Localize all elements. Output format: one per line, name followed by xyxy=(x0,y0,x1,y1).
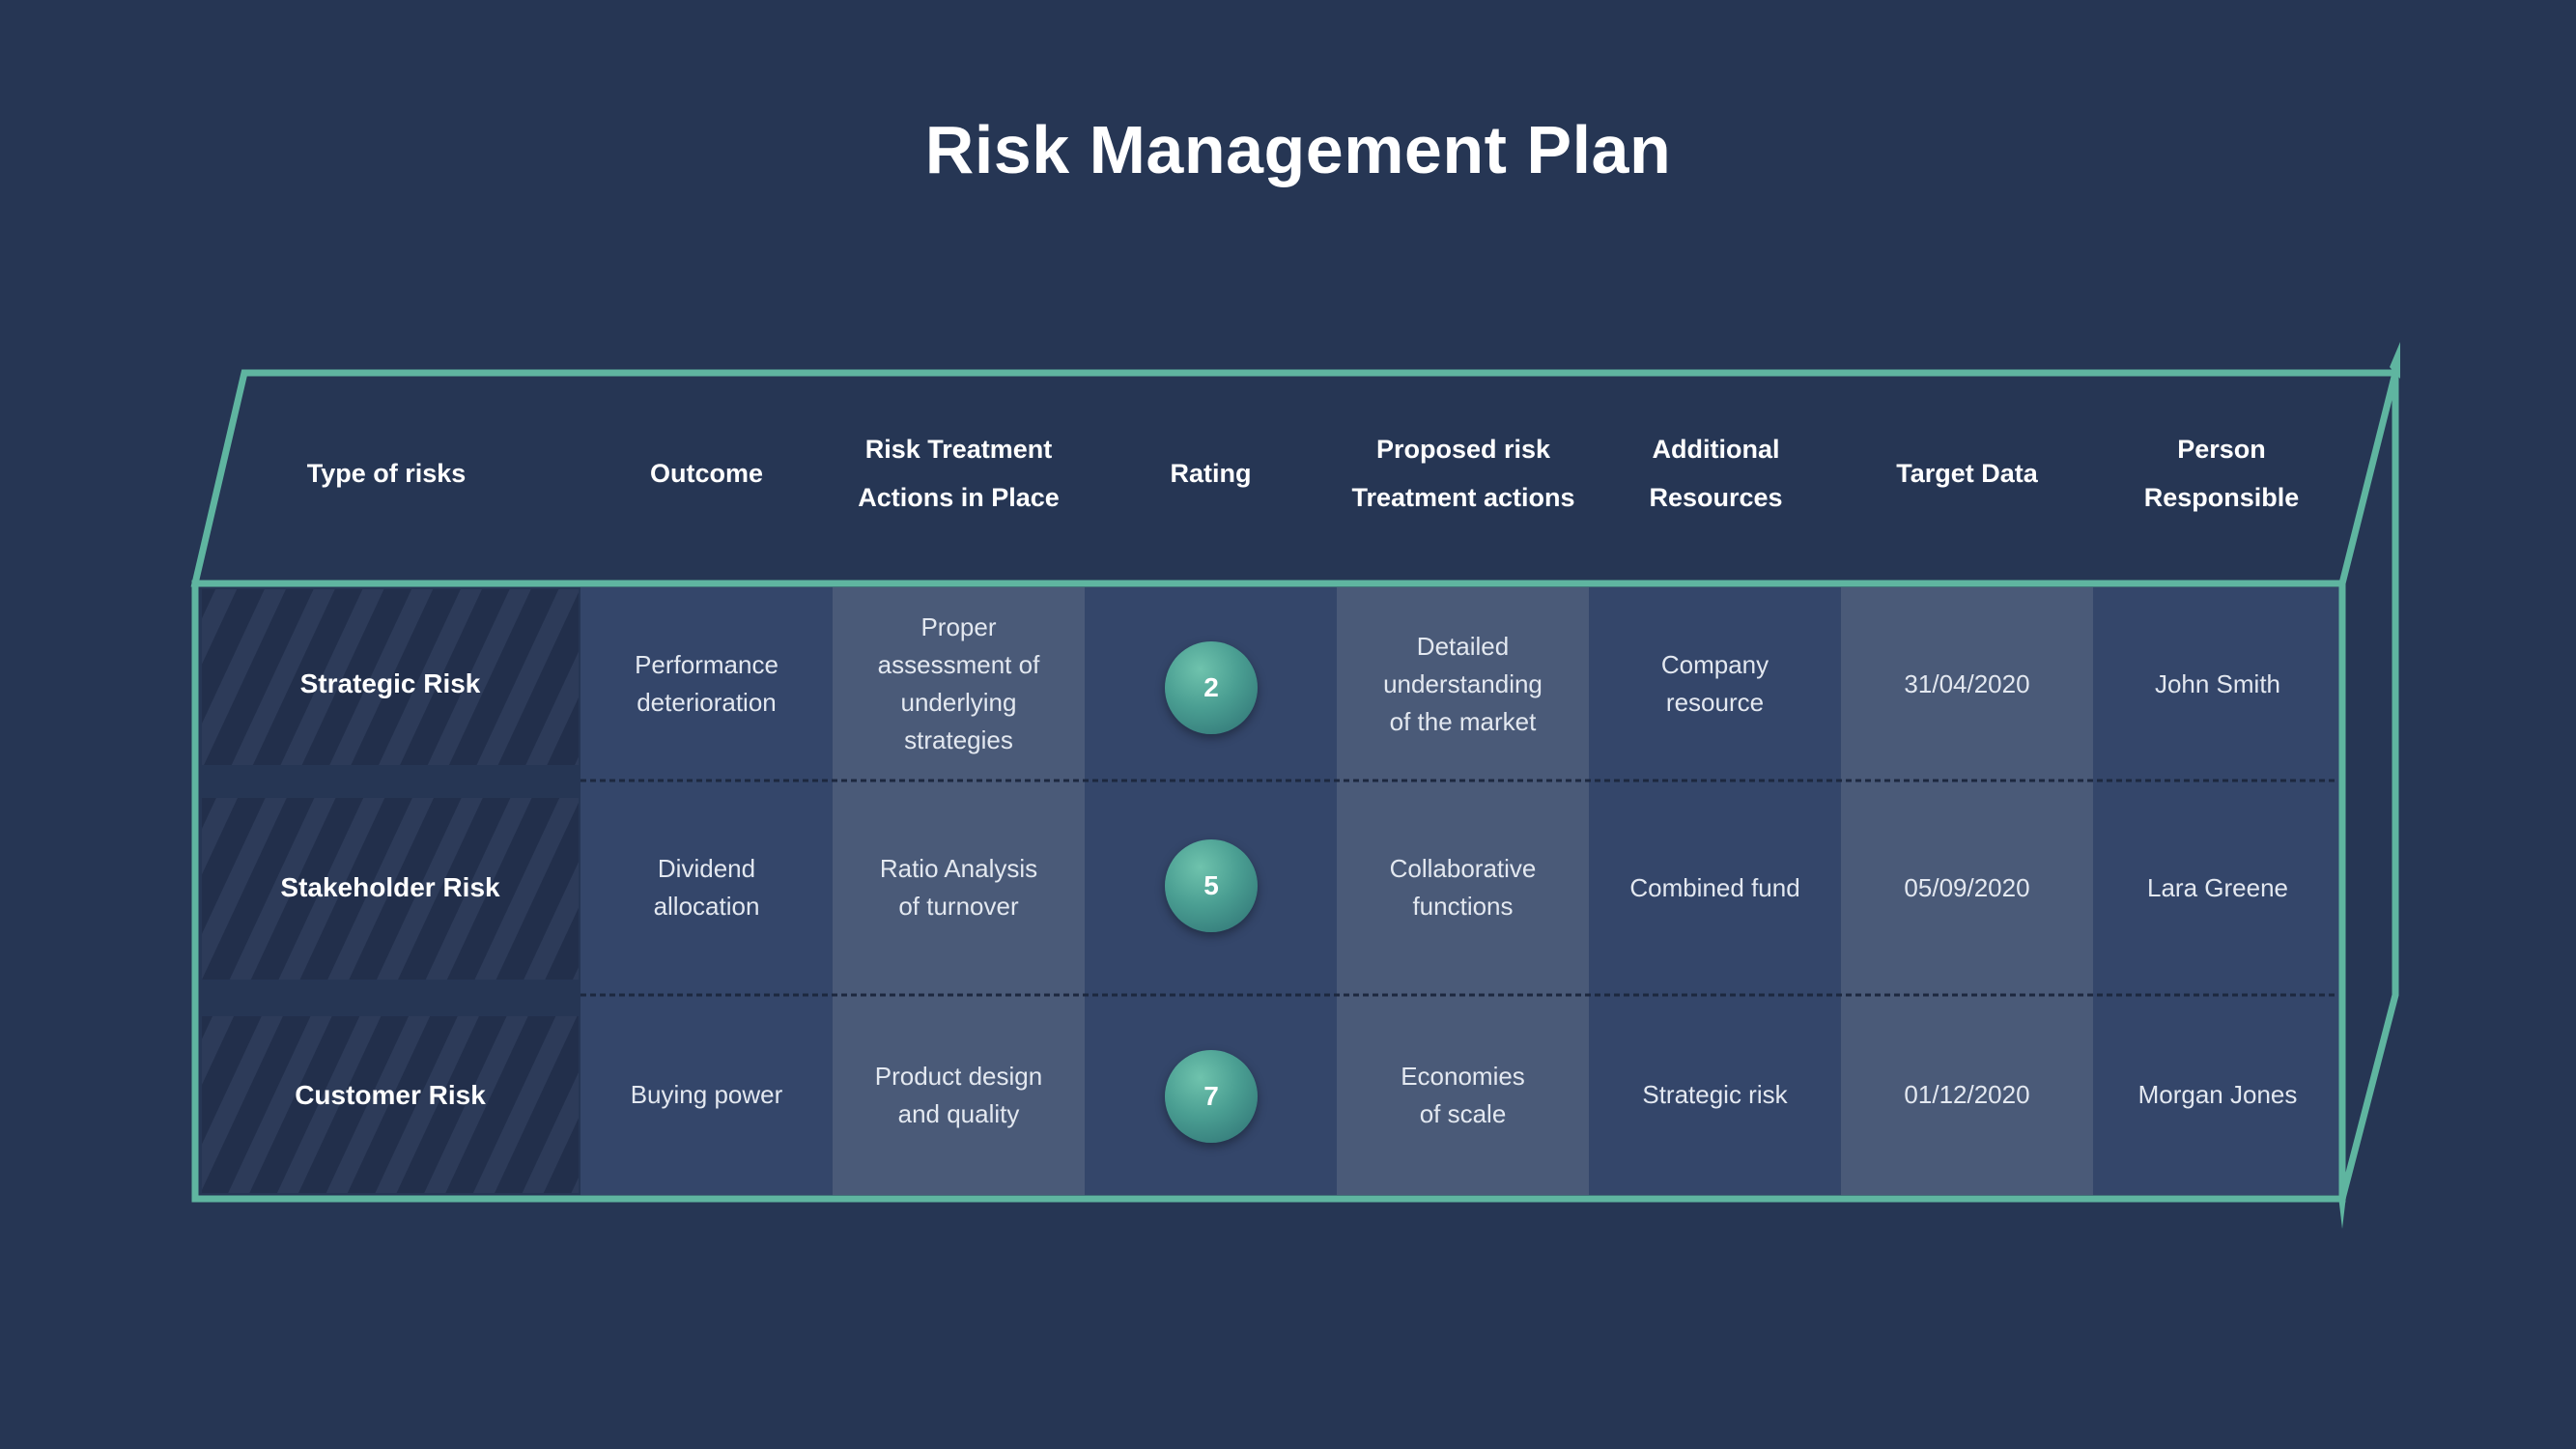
row-label-strategic-risk: Strategic Risk xyxy=(299,668,481,698)
header-person-responsible: Person Responsible xyxy=(2143,435,2300,512)
stripe-block-1 xyxy=(202,589,579,765)
header-outcome: Outcome xyxy=(649,459,764,488)
row3-person-responsible: Morgan Jones xyxy=(2137,1080,2298,1109)
stripe-block-2 xyxy=(202,798,579,980)
row3-rating-badge: 7 xyxy=(1165,1050,1258,1143)
row3-proposed-actions: Economies of scale xyxy=(1401,1061,1525,1128)
row1-proposed-actions: Detailed understanding of the market xyxy=(1383,631,1543,736)
header-additional-resources: Additional Resources xyxy=(1649,435,1783,512)
row3-outcome: Buying power xyxy=(630,1080,783,1109)
row3-target-date: 01/12/2020 xyxy=(1904,1080,2030,1109)
frame-side-face xyxy=(2338,373,2399,1200)
header-actions-in-place: Risk Treatment Actions in Place xyxy=(858,435,1060,512)
col-bg-resources xyxy=(1589,587,1841,1195)
stripe-block-3 xyxy=(202,1016,579,1193)
frame-corner-bottom xyxy=(2338,1196,2346,1229)
header-target-data: Target Data xyxy=(1896,459,2038,488)
row2-proposed-actions: Collaborative functions xyxy=(1389,854,1537,921)
row1-additional-resources: Company resource xyxy=(1660,650,1769,717)
col-bg-target xyxy=(1841,587,2093,1195)
row1-person-responsible: John Smith xyxy=(2154,668,2281,698)
row-label-stakeholder-risk: Stakeholder Risk xyxy=(280,872,500,902)
row2-target-date: 05/09/2020 xyxy=(1904,872,2030,902)
row2-person-responsible: Lara Greene xyxy=(2147,872,2288,902)
row2-outcome: Dividend allocation xyxy=(653,854,760,921)
col-bg-outcome xyxy=(580,587,833,1195)
row3-actions-in-place: Product design and quality xyxy=(874,1061,1043,1128)
row1-actions-in-place: Proper assessment of underlying strategi… xyxy=(877,612,1040,754)
header-rating: Rating xyxy=(1170,459,1252,488)
frame-front-face xyxy=(191,580,2346,1203)
row1-rating-badge: 2 xyxy=(1165,641,1258,734)
col-bg-actions xyxy=(833,587,1085,1195)
header-proposed-actions: Proposed risk Treatment actions xyxy=(1351,435,1575,512)
row1-outcome: Performance deterioration xyxy=(635,650,778,717)
col-bg-proposed xyxy=(1337,587,1589,1195)
header-type-of-risks: Type of risks xyxy=(306,459,467,488)
row-label-customer-risk: Customer Risk xyxy=(295,1079,486,1110)
row2-actions-in-place: Ratio Analysis of turnover xyxy=(879,854,1038,921)
page-title: Risk Management Plan xyxy=(924,112,1672,187)
row3-additional-resources: Strategic risk xyxy=(1642,1080,1788,1109)
row1-target-date: 31/04/2020 xyxy=(1904,668,2030,698)
row2-additional-resources: Combined fund xyxy=(1629,872,1800,902)
col-bg-person xyxy=(2093,587,2342,1195)
row2-rating-badge: 5 xyxy=(1165,839,1258,932)
frame-corner-top xyxy=(2390,342,2400,379)
